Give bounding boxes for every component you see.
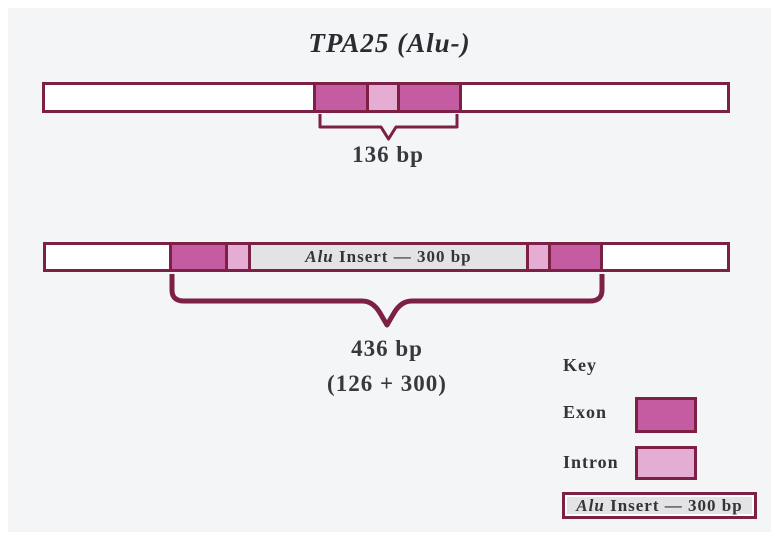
key-alu-rest-text: Insert — 300 bp (604, 495, 743, 515)
intron-swatch (635, 446, 697, 480)
segment-alu: Alu Insert — 300 bp (247, 245, 527, 269)
label-436bp: 436 bp (351, 336, 423, 361)
segment-dna (46, 245, 169, 269)
alu-insert-rest-text: Insert — 300 bp (333, 247, 472, 266)
gene-bar-with-alu: Alu Insert — 300 bp (43, 242, 730, 272)
segment-dna (600, 245, 727, 269)
segment-intron (526, 245, 548, 269)
key-heading: Key (563, 355, 597, 375)
segment-exon (168, 245, 226, 269)
segment-exon (396, 85, 459, 110)
figure-title: TPA25 (Alu-) (308, 28, 471, 58)
segment-exon (313, 85, 367, 110)
key-alu-insert-box: Alu Insert — 300 bp (562, 492, 757, 519)
key-alu-italic-text: Alu (576, 495, 605, 515)
label-136bp: 136 bp (352, 142, 424, 167)
bracket-136bp (318, 114, 459, 141)
alu-insert-italic-text: Alu (305, 247, 334, 266)
segment-intron (366, 85, 397, 110)
key-label-exon: Exon (563, 402, 608, 422)
segment-dna (45, 85, 314, 110)
label-436bp-breakdown: (126 + 300) (327, 371, 447, 396)
exon-swatch (635, 397, 697, 433)
segment-exon (547, 245, 601, 269)
key-label-intron: Intron (563, 452, 619, 472)
bracket-436bp (169, 274, 605, 328)
segment-intron (225, 245, 248, 269)
segment-dna (458, 85, 727, 110)
gene-bar-no-alu (42, 82, 730, 113)
